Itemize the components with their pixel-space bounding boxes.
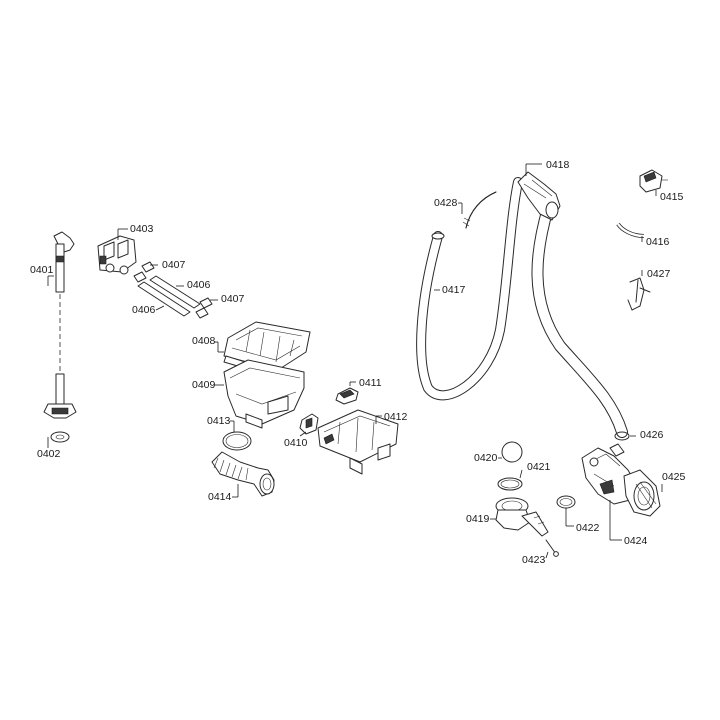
part-0422-clamp[interactable] xyxy=(556,495,576,509)
part-0418-pump-hose[interactable] xyxy=(517,171,628,438)
svg-text:0419: 0419 xyxy=(466,513,490,525)
svg-text:0425: 0425 xyxy=(662,471,686,483)
svg-text:0411: 0411 xyxy=(359,377,382,389)
label-0427: 0427 xyxy=(641,268,671,280)
part-0425-pump-cover[interactable] xyxy=(623,469,661,517)
svg-text:0424: 0424 xyxy=(624,535,648,547)
svg-text:0412: 0412 xyxy=(384,411,408,423)
label-0410: 0410 xyxy=(284,431,308,449)
svg-text:0418: 0418 xyxy=(546,159,570,171)
svg-text:0401: 0401 xyxy=(30,264,54,276)
part-0409-dispenser-housing[interactable] xyxy=(223,359,305,429)
label-0421: 0421 xyxy=(519,461,551,479)
part-0403-inlet-valve[interactable] xyxy=(97,235,137,275)
part-0401-inlet-hose[interactable] xyxy=(43,231,77,419)
label-0425: 0425 xyxy=(661,471,686,492)
label-0420: 0420 xyxy=(474,452,502,464)
svg-text:0407: 0407 xyxy=(221,293,245,305)
part-0427-bracket[interactable] xyxy=(627,277,651,311)
svg-text:0422: 0422 xyxy=(576,522,600,534)
svg-text:0403: 0403 xyxy=(130,223,154,235)
label-0407-top: 0407 xyxy=(150,259,186,271)
label-0428: 0428 xyxy=(434,197,463,214)
label-0422: 0422 xyxy=(565,508,600,534)
part-0407-clip-top[interactable] xyxy=(133,261,155,283)
label-0411: 0411 xyxy=(349,377,382,389)
label-0414: 0414 xyxy=(208,484,239,503)
part-0407-clip-bottom[interactable] xyxy=(195,297,213,319)
label-0415: 0415 xyxy=(655,190,684,203)
svg-text:0420: 0420 xyxy=(474,452,498,464)
part-0413-seal-ring[interactable] xyxy=(222,431,252,451)
svg-text:0423: 0423 xyxy=(522,554,546,566)
part-0424-drain-pump[interactable] xyxy=(581,443,637,505)
part-0414-bellows-hose[interactable] xyxy=(211,451,275,497)
svg-text:0421: 0421 xyxy=(527,461,551,473)
label-0403: 0403 xyxy=(117,223,154,240)
svg-text:0414: 0414 xyxy=(208,491,232,503)
label-0407-bottom: 0407 xyxy=(210,293,245,305)
part-0410-latch[interactable] xyxy=(299,413,319,435)
part-0411-button[interactable] xyxy=(335,387,359,405)
part-0419-pump-filter[interactable] xyxy=(495,497,549,537)
part-0421-clip-ring[interactable] xyxy=(497,477,523,491)
label-0419: 0419 xyxy=(466,513,496,525)
svg-text:0406: 0406 xyxy=(187,279,211,291)
label-0418: 0418 xyxy=(525,159,570,176)
svg-text:0415: 0415 xyxy=(660,191,684,203)
label-0402: 0402 xyxy=(37,437,61,460)
part-0428-short-hose[interactable] xyxy=(462,191,497,229)
label-0401: 0401 xyxy=(30,264,54,286)
part-0420-seal[interactable] xyxy=(501,441,523,463)
svg-text:0402: 0402 xyxy=(37,448,61,460)
label-0424: 0424 xyxy=(609,500,648,547)
part-0423-screw[interactable] xyxy=(545,539,559,557)
label-0426: 0426 xyxy=(630,429,664,441)
svg-text:0416: 0416 xyxy=(646,236,670,248)
part-0406-hose-upper[interactable] xyxy=(149,275,201,309)
part-0426-clamp[interactable] xyxy=(614,431,630,441)
svg-text:0417: 0417 xyxy=(442,284,466,296)
svg-text:0413: 0413 xyxy=(207,415,231,427)
svg-text:0408: 0408 xyxy=(192,335,216,347)
part-0416-small-tube[interactable] xyxy=(616,222,645,238)
svg-text:0410: 0410 xyxy=(284,437,308,449)
label-0406-b: 0406 xyxy=(132,304,165,316)
svg-text:0426: 0426 xyxy=(640,429,664,441)
label-0417: 0417 xyxy=(434,284,466,296)
svg-text:0428: 0428 xyxy=(434,197,458,209)
svg-text:0427: 0427 xyxy=(647,268,671,280)
label-0409: 0409 xyxy=(192,379,224,391)
part-0415-pressure-switch[interactable] xyxy=(639,169,668,193)
part-0406-hose-lower[interactable] xyxy=(137,281,191,317)
label-0412: 0412 xyxy=(375,411,408,424)
part-0412-detergent-drawer[interactable] xyxy=(317,409,399,475)
label-0413: 0413 xyxy=(207,415,235,432)
part-0402-washer[interactable] xyxy=(50,431,70,443)
svg-text:0406: 0406 xyxy=(132,304,156,316)
svg-text:0409: 0409 xyxy=(192,379,216,391)
part-0417-drain-hose[interactable] xyxy=(416,177,523,401)
label-0408: 0408 xyxy=(192,335,224,353)
svg-text:0407: 0407 xyxy=(162,259,186,271)
label-0406-a: 0406 xyxy=(176,279,211,291)
label-0423: 0423 xyxy=(522,551,549,566)
label-0416: 0416 xyxy=(641,236,670,248)
